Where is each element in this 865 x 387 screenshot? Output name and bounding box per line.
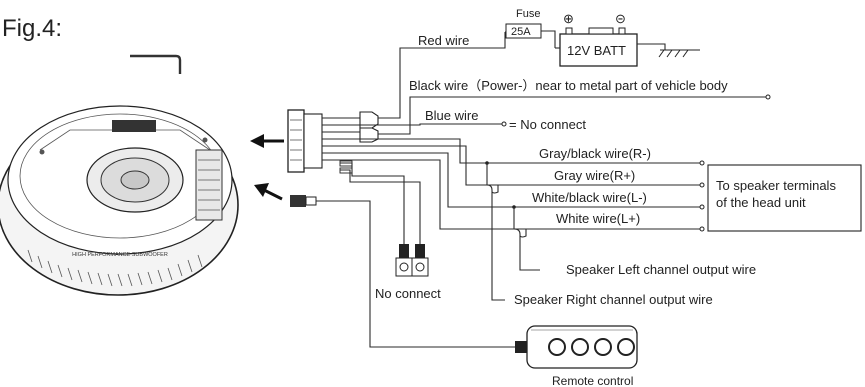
left-output-label: Speaker Left channel output wire xyxy=(566,262,756,277)
remote-knob-3-icon xyxy=(594,338,612,356)
rca-no-connect-label: No connect xyxy=(375,286,441,301)
subwoofer-unit: HIGH PERFORMANCE SUBWOOFER xyxy=(0,105,239,296)
battery: ⊕ ⊝ 12V BATT xyxy=(559,11,638,67)
remote-knob-2-icon xyxy=(571,338,589,356)
connector-arrow-icon xyxy=(250,134,284,148)
vent-grille xyxy=(27,249,203,287)
remote-control-label: Remote control xyxy=(552,374,633,387)
red-wire-label: Red wire xyxy=(418,33,469,48)
harness-connector xyxy=(287,109,379,174)
white-wire-label: White wire(L+) xyxy=(556,211,640,226)
battery-positive-icon: ⊕ xyxy=(563,11,574,26)
remote-knob-4-icon xyxy=(617,338,635,356)
right-output-label: Speaker Right channel output wire xyxy=(514,292,713,307)
allen-key-icon xyxy=(130,54,182,74)
white-black-wire-label: White/black wire(L-) xyxy=(532,190,647,205)
remote-plug-arrow-icon xyxy=(254,183,283,201)
remote-knob-1-icon xyxy=(548,338,566,356)
battery-label: 12V BATT xyxy=(567,43,626,58)
gray-wire-label: Gray wire(R+) xyxy=(554,168,635,183)
battery-negative-icon: ⊝ xyxy=(615,11,626,26)
speaker-box-line2: of the head unit xyxy=(716,195,806,210)
subwoofer-caption: HIGH PERFORMANCE SUBWOOFER xyxy=(72,252,168,258)
remote-plug xyxy=(290,195,317,207)
speaker-box-line1: To speaker terminals xyxy=(716,178,836,193)
blue-wire-label: Blue wire xyxy=(425,108,478,123)
rca-plug-right xyxy=(411,244,429,277)
fuse-rating: 25A xyxy=(511,26,531,38)
ground-icon xyxy=(658,49,700,58)
remote-control xyxy=(515,325,638,369)
figure-label: Fig.4: xyxy=(2,15,62,42)
gray-black-wire-label: Gray/black wire(R-) xyxy=(539,146,651,161)
speaker-terminal-box: To speaker terminals of the head unit xyxy=(707,164,862,232)
blue-wire-note: = No connect xyxy=(509,117,586,132)
rca-plug-left xyxy=(395,244,413,277)
fuse: Fuse 25A xyxy=(505,8,542,39)
black-wire-label: Black wire（Power-）near to metal part of … xyxy=(409,78,728,93)
brand-badge xyxy=(112,120,156,132)
fuse-title: Fuse xyxy=(516,8,540,20)
